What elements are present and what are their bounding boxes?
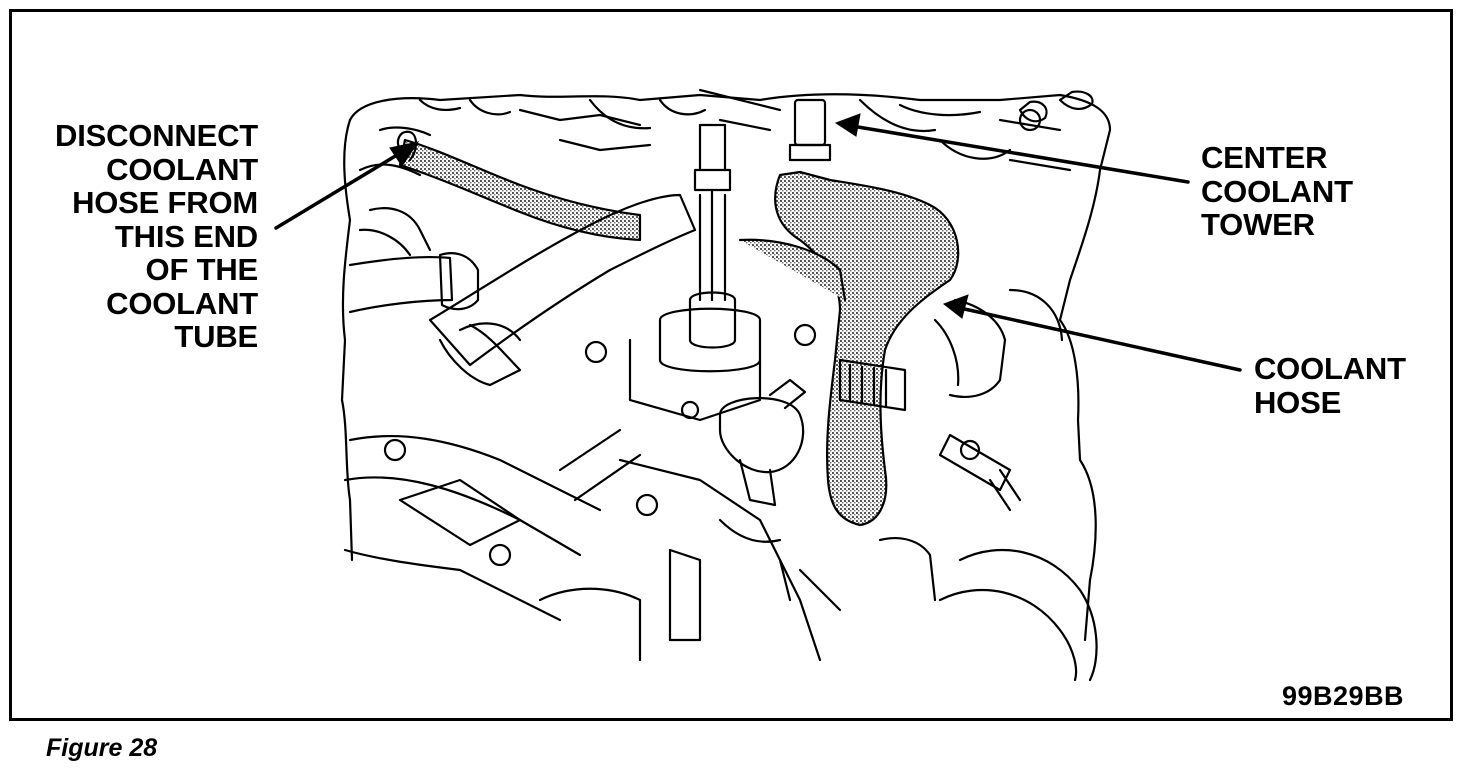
coolant-tube xyxy=(428,193,697,367)
leader-disconnect xyxy=(274,150,404,230)
callout-line: COOLANT xyxy=(1201,173,1353,209)
callout-line: COOLANT xyxy=(106,151,258,187)
arrowhead-center-tower xyxy=(834,113,861,137)
hose-clamp xyxy=(838,358,907,412)
callout-center-coolant-tower: CENTER COOLANT TOWER xyxy=(1201,141,1353,242)
callout-line: COOLANT xyxy=(1254,351,1406,386)
callout-line: HOSE xyxy=(1254,384,1342,420)
figure-caption: Figure 28 xyxy=(46,734,158,762)
callout-line: DISCONNECT xyxy=(55,118,258,153)
callout-line: OF THE xyxy=(145,252,259,287)
callout-line: TOWER xyxy=(1201,207,1315,242)
callout-line: CENTER xyxy=(1201,140,1328,175)
callout-disconnect-coolant-hose: DISCONNECT COOLANT HOSE FROM THIS END OF… xyxy=(30,119,258,354)
figure-frame xyxy=(9,9,1453,721)
coolant-hose xyxy=(774,170,960,527)
callout-line: COOLANT xyxy=(106,285,258,321)
coolant-tube-hose xyxy=(398,138,642,242)
arrowhead-coolant-hose xyxy=(942,294,969,319)
leader-coolant-hose xyxy=(958,306,1242,372)
figure-code: 99B29BB xyxy=(1282,681,1405,711)
callout-line: HOSE FROM xyxy=(72,185,258,220)
bolt xyxy=(793,323,817,347)
callout-line: THIS END xyxy=(114,218,258,254)
callout-coolant-hose: COOLANT HOSE xyxy=(1254,352,1406,419)
sensor xyxy=(718,396,805,474)
callout-line: TUBE xyxy=(174,319,258,354)
engine-outline xyxy=(348,93,1112,642)
arrowhead-disconnect xyxy=(389,141,420,167)
leader-center-tower xyxy=(850,124,1190,184)
center-coolant-tower xyxy=(793,98,827,147)
